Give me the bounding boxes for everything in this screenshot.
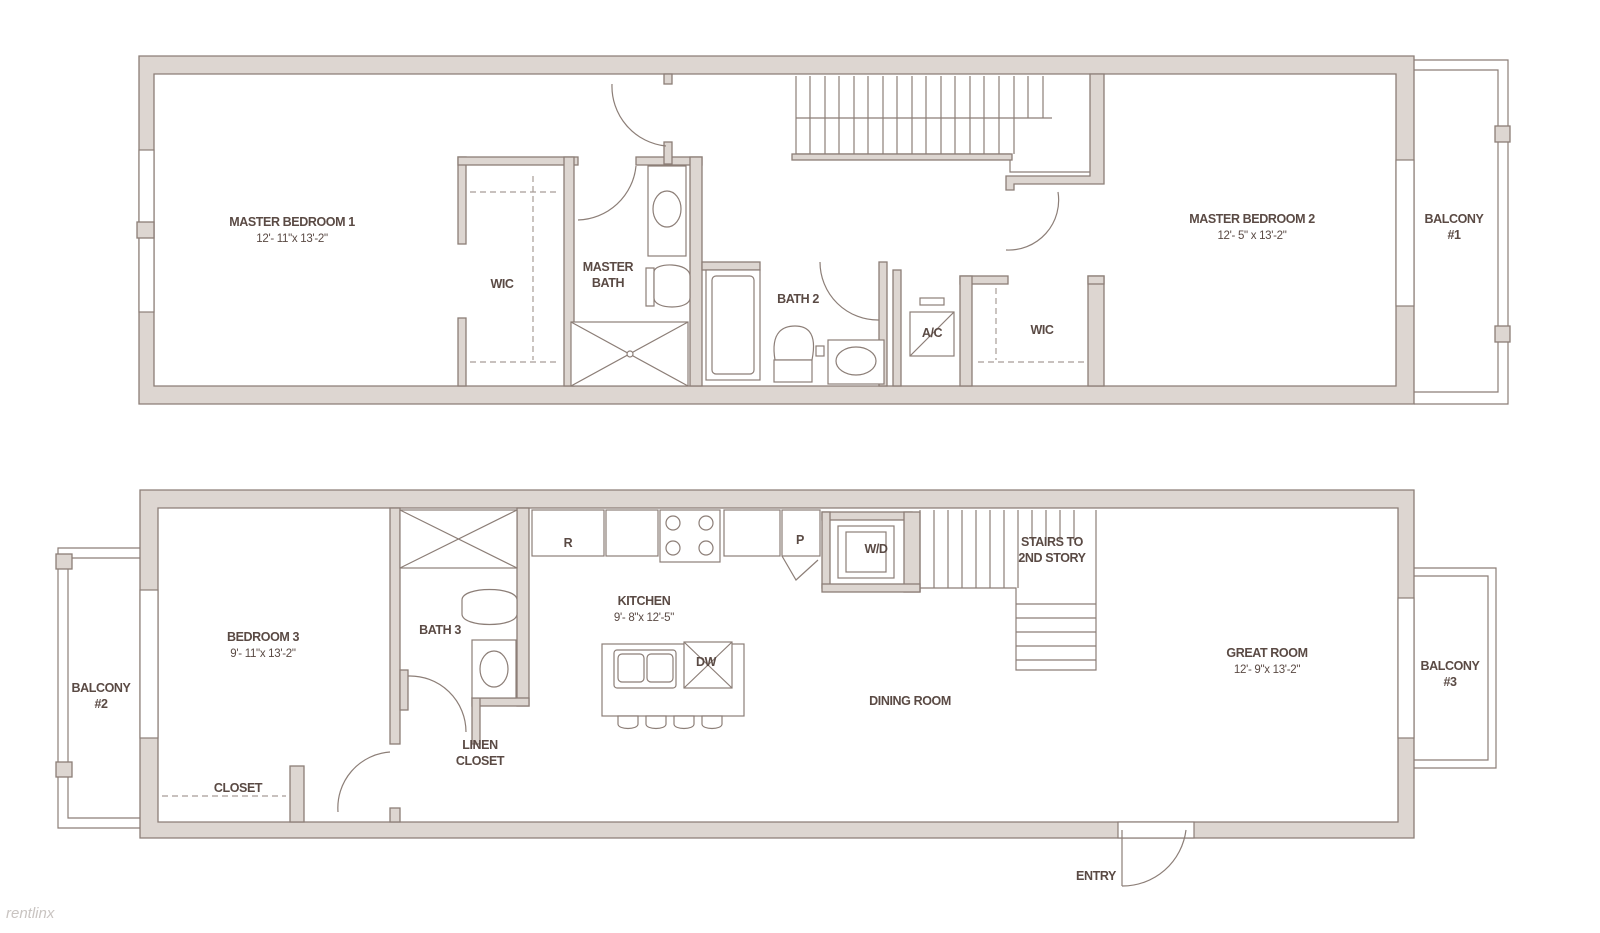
bath-3-right-wall: [516, 507, 530, 707]
master-bath-right-wall: [689, 156, 703, 387]
dishwasher-label: DW: [696, 655, 717, 669]
kitchen-island: [601, 641, 745, 730]
balcony-2-label-1: BALCONY: [71, 681, 131, 695]
balcony-2-label-2: #2: [94, 697, 108, 711]
lower-right-window: [1397, 597, 1415, 739]
bedroom-3-label: BEDROOM 3: [227, 630, 300, 644]
lower-stairs: [919, 510, 1097, 671]
linen-closet-label-2: CLOSET: [456, 754, 505, 768]
balcony-3-rail: [1414, 567, 1497, 769]
bath-3-label: BATH 3: [419, 623, 461, 637]
kitchen-dims: 9'- 8"x 12'-5": [614, 612, 674, 624]
upper-stairs: [791, 76, 1090, 173]
pantry-door-swing: [781, 555, 819, 581]
kitchen-label: KITCHEN: [618, 594, 671, 608]
stairs-label-1: STAIRS TO: [1021, 535, 1084, 549]
master-bedroom-2-dims: 12'- 5" x 13'-2": [1217, 230, 1286, 242]
master-bath-top-wall: [663, 73, 673, 85]
wic-2-door-swing: [1005, 191, 1060, 251]
refrigerator-label: R: [564, 536, 573, 550]
wic-2-right-wall: [1087, 275, 1105, 387]
wic-2-label: WIC: [1030, 323, 1053, 337]
bath-2-label: BATH 2: [777, 292, 819, 306]
upper-floor: [136, 55, 1511, 405]
wic-1-label: WIC: [490, 277, 513, 291]
master-bedroom-1-label: MASTER BEDROOM 1: [229, 215, 355, 229]
bath-2-top-wall: [701, 261, 761, 271]
balcony-1-rail: [1414, 59, 1509, 405]
pantry-label: P: [796, 533, 804, 547]
great-room-label: GREAT ROOM: [1226, 646, 1307, 660]
balcony-3-label-2: #3: [1443, 675, 1457, 689]
bedroom-3-dims: 9'- 11"x 13'-2": [230, 648, 296, 660]
wic-1-right-wall: [563, 156, 575, 387]
bath-2-fixtures: [705, 269, 885, 385]
laundry-walls: [821, 511, 913, 521]
watermark: rentlinx: [6, 905, 55, 922]
lower-floor: [55, 489, 1497, 887]
ac-unit: [909, 297, 955, 357]
master-bath-label-2: BATH: [592, 276, 625, 290]
kitchen-counters: [531, 509, 821, 563]
closet-walls: [289, 765, 305, 823]
entry-opening: [1117, 821, 1195, 839]
stair-wall: [1005, 73, 1105, 191]
lower-left-window: [139, 589, 159, 739]
balcony-2-rail: [57, 547, 140, 829]
master-bath-label-1: MASTER: [583, 260, 634, 274]
bath-2-door-swing: [819, 261, 880, 321]
stairs-label-2: 2ND STORY: [1018, 551, 1086, 565]
balcony-3-label-1: BALCONY: [1420, 659, 1480, 673]
bath-3-fixtures: [399, 509, 518, 699]
master-bedroom-2-label: MASTER BEDROOM 2: [1189, 212, 1315, 226]
entry-label: ENTRY: [1076, 869, 1117, 883]
balcony-1-label-1: BALCONY: [1424, 212, 1484, 226]
great-room-dims: 12'- 9"x 13'-2": [1234, 664, 1300, 676]
linen-closet-label-1: LINEN: [462, 738, 498, 752]
master-bath-door-swing: [611, 83, 667, 147]
master-bath-fixtures: [570, 165, 691, 387]
bedroom-3-right-wall: [389, 507, 401, 745]
bath-3-door-swing: [407, 675, 467, 733]
dining-room-label: DINING ROOM: [869, 694, 951, 708]
washer-dryer-unit: [837, 525, 895, 579]
room-labels: MASTER BEDROOM 1 12'- 11"x 13'-2" WIC MA…: [71, 212, 1484, 883]
closet-label: CLOSET: [214, 781, 263, 795]
balcony-1-label-2: #1: [1447, 228, 1461, 242]
upper-right-window: [1395, 159, 1415, 307]
ac-label: A/C: [922, 326, 943, 340]
entry-door-swing: [1121, 829, 1187, 887]
wic-1-left-wall: [457, 156, 467, 245]
master-bedroom-1-dims: 12'- 11"x 13'-2": [256, 233, 328, 245]
ac-closet-walls: [892, 269, 902, 387]
washer-dryer-label: W/D: [864, 542, 887, 556]
bedroom-3-door-swing: [337, 751, 391, 813]
